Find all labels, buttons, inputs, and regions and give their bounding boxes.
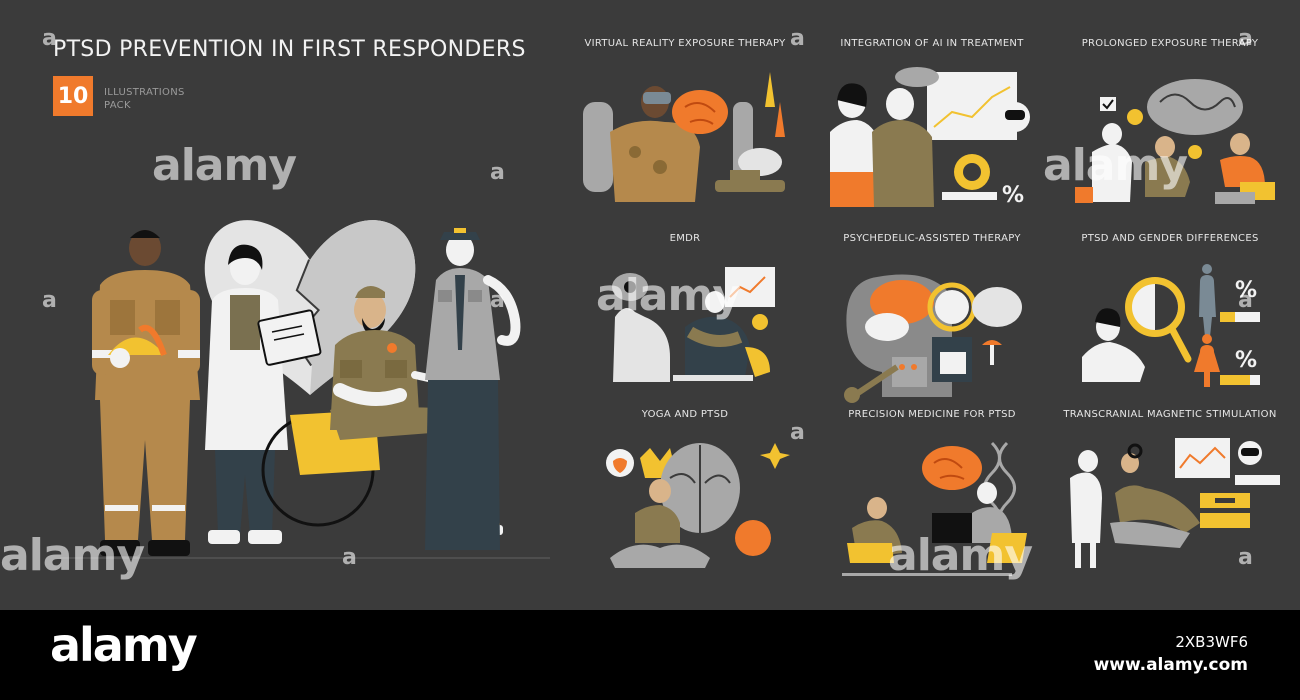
tile-caption: PSYCHEDELIC-ASSISTED THERAPY — [843, 233, 1021, 244]
percent-icon: % — [1235, 348, 1257, 373]
pack-label: ILLUSTRATIONS PACK — [104, 87, 185, 111]
tile-vr-exposure-therapy: VIRTUAL REALITY EXPOSURE THERAPY — [575, 38, 795, 213]
footer-url: www.alamy.com — [1093, 655, 1248, 675]
tile-caption: PRECISION MEDICINE FOR PTSD — [848, 409, 1016, 420]
tile-caption: EMDR — [669, 233, 701, 244]
prolonged-exposure-illustration — [1075, 79, 1275, 204]
tile-caption: VIRTUAL REALITY EXPOSURE THERAPY — [584, 38, 786, 49]
count-badge: 10 — [53, 76, 93, 116]
watermark-mark: a — [42, 288, 57, 313]
percent-icon: % — [1002, 183, 1024, 208]
tile-caption: TRANSCRANIAL MAGNETIC STIMULATION — [1063, 409, 1277, 420]
hero-illustration — [40, 180, 560, 570]
watermark-mark: a — [342, 545, 357, 570]
precision-medicine-illustration — [842, 441, 1027, 576]
ai-treatment-illustration: % — [830, 67, 1030, 208]
watermark: alamy — [0, 530, 145, 581]
image-id: 2XB3WF6 — [1175, 633, 1248, 651]
tile-caption: YOGA AND PTSD — [641, 409, 729, 420]
watermark-mark: a — [790, 420, 805, 445]
watermark: alamy — [888, 530, 1033, 581]
emdr-illustration — [612, 267, 775, 382]
footer-bar — [0, 610, 1300, 700]
tile-emdr: EMDR — [575, 233, 795, 408]
tile-caption: PROLONGED EXPOSURE THERAPY — [1081, 38, 1259, 49]
gender-differences-illustration: % % — [1082, 264, 1260, 387]
watermark-mark: a — [1238, 288, 1253, 313]
tile-caption: INTEGRATION OF AI IN TREATMENT — [840, 38, 1024, 49]
psychedelic-therapy-illustration — [844, 274, 1022, 403]
tile-transcranial-magnetic-stimulation: TRANSCRANIAL MAGNETIC STIMULATION — [1060, 409, 1280, 584]
tile-precision-medicine-ptsd: PRECISION MEDICINE FOR PTSD — [822, 409, 1042, 584]
tms-illustration — [1070, 438, 1280, 568]
firefighter-figure — [92, 230, 200, 556]
watermark-mark: a — [1238, 26, 1253, 51]
tile-prolonged-exposure-therapy: PROLONGED EXPOSURE THERAPY — [1060, 38, 1280, 213]
tile-psychedelic-assisted-therapy: PSYCHEDELIC-ASSISTED THERAPY — [822, 233, 1042, 408]
footer-logo: alamy — [50, 618, 198, 672]
doctor-figure — [205, 244, 322, 544]
page-title: PTSD PREVENTION IN FIRST RESPONDERS — [53, 37, 526, 62]
watermark: alamy — [1043, 140, 1188, 191]
percent-icon: % — [1235, 278, 1257, 303]
watermark: alamy — [152, 140, 297, 191]
vr-therapy-illustration — [583, 72, 785, 202]
tile-ai-in-treatment: INTEGRATION OF AI IN TREATMENT % — [822, 38, 1042, 213]
first-responders-illustration — [60, 220, 550, 559]
watermark: alamy — [596, 270, 741, 321]
watermark-mark: a — [790, 26, 805, 51]
watermark-mark: a — [490, 288, 505, 313]
tile-yoga-and-ptsd: YOGA AND PTSD — [575, 409, 795, 584]
tile-ptsd-gender-differences: PTSD AND GENDER DIFFERENCES % % — [1060, 233, 1280, 408]
tile-caption: PTSD AND GENDER DIFFERENCES — [1081, 233, 1259, 244]
poster: PTSD PREVENTION IN FIRST RESPONDERS 10 I… — [0, 0, 1300, 610]
watermark-mark: a — [42, 26, 57, 51]
watermark-mark: a — [1238, 545, 1253, 570]
yoga-illustration — [606, 443, 790, 568]
police-officer-figure — [425, 228, 521, 550]
watermark-mark: a — [490, 160, 505, 185]
